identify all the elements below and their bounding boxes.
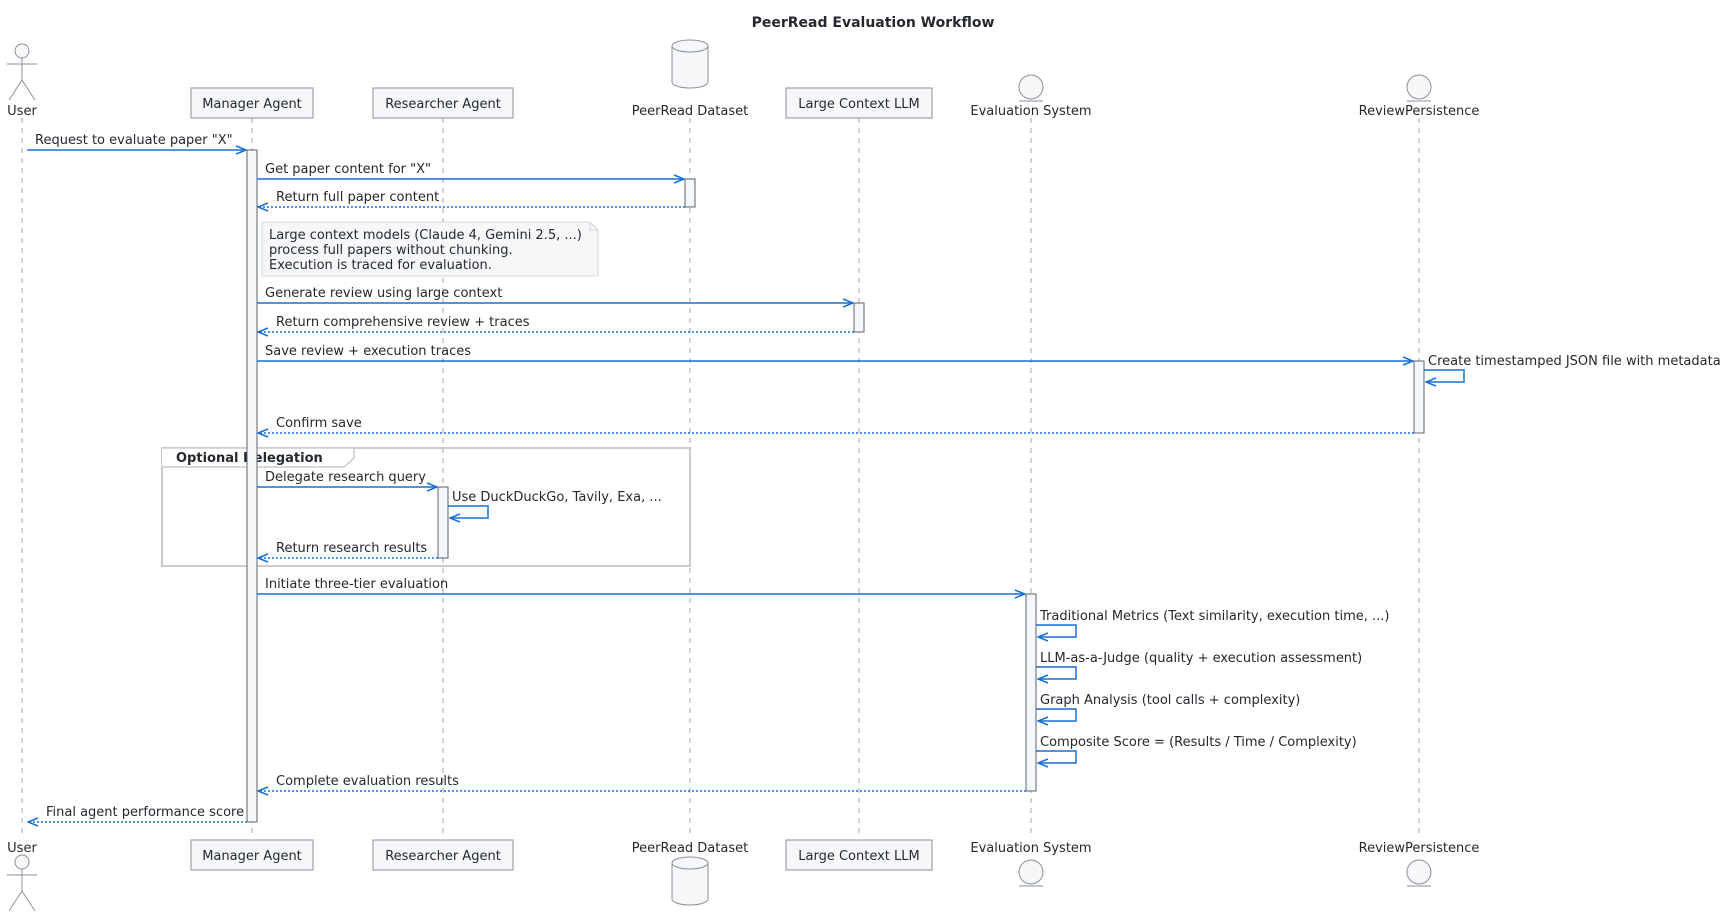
message-16: Composite Score = (Results / Time / Comp… — [1036, 735, 1357, 763]
self-arrow — [1036, 750, 1077, 763]
participant-manager-top: Manager Agent — [190, 87, 314, 119]
evaluation-label: Evaluation System — [970, 104, 1091, 119]
activation-manager — [246, 149, 258, 823]
message-label: Composite Score = (Results / Time / Comp… — [1040, 735, 1357, 750]
persistence-label: ReviewPersistence — [1359, 104, 1480, 119]
participant-persistence-bottom: ReviewPersistence — [1359, 841, 1480, 887]
message-13: Traditional Metrics (Text similarity, ex… — [1036, 609, 1389, 637]
participant-user-top: User — [7, 43, 37, 119]
dataset-label: PeerRead Dataset — [632, 841, 748, 856]
database-icon — [671, 856, 709, 906]
user-label: User — [7, 104, 37, 119]
self-arrow — [448, 505, 489, 518]
message-label: Initiate three-tier evaluation — [265, 577, 448, 592]
participant-user-bottom: User — [7, 841, 37, 912]
message-2: Get paper content for "X" — [257, 162, 684, 179]
participant-researcher-top: Researcher Agent — [372, 87, 514, 119]
participant-llm-bottom: Large Context LLM — [785, 839, 933, 871]
researcher-label: Researcher Agent — [385, 849, 501, 864]
researcher-box — [372, 839, 514, 871]
message-label: Graph Analysis (tool calls + complexity) — [1040, 693, 1300, 708]
message-label: Return research results — [276, 541, 427, 556]
note-line: Large context models (Claude 4, Gemini 2… — [269, 228, 582, 243]
participant-persistence-top: ReviewPersistence — [1359, 74, 1480, 119]
participant-evaluation-top: Evaluation System — [970, 74, 1092, 119]
message-1: Request to evaluate paper "X" — [27, 133, 246, 150]
manager-label: Manager Agent — [202, 849, 302, 864]
llm-label: Large Context LLM — [798, 97, 919, 112]
message-label: Final agent performance score — [46, 805, 244, 820]
message-14: LLM-as-a-Judge (quality + execution asse… — [1036, 651, 1362, 679]
database-icon — [671, 39, 709, 89]
llm-box — [785, 87, 933, 119]
message-label: Return comprehensive review + traces — [276, 315, 530, 330]
participant-researcher-bottom: Researcher Agent — [372, 839, 514, 871]
persistence-label: ReviewPersistence — [1359, 841, 1480, 856]
message-6: Save review + execution traces — [257, 344, 1413, 361]
diagram-title: PeerRead Evaluation Workflow — [752, 15, 995, 31]
message-5: Return comprehensive review + traces — [258, 315, 854, 332]
message-label: Request to evaluate paper "X" — [35, 133, 233, 148]
message-label: Confirm save — [276, 416, 362, 431]
message-4: Generate review using large context — [257, 286, 853, 303]
message-18: Final agent performance score — [28, 805, 247, 822]
message-label: LLM-as-a-Judge (quality + execution asse… — [1040, 651, 1362, 666]
note-line: process full papers without chunking. — [269, 243, 513, 258]
actor-icon — [7, 854, 37, 912]
note: Large context models (Claude 4, Gemini 2… — [261, 221, 599, 277]
user-label: User — [7, 841, 37, 856]
message-label: Generate review using large context — [265, 286, 502, 301]
message-12: Initiate three-tier evaluation — [257, 577, 1025, 594]
activation-dataset — [684, 178, 696, 208]
message-label: Delegate research query — [265, 470, 426, 485]
message-10: Use DuckDuckGo, Tavily, Exa, ... — [448, 490, 662, 518]
self-arrow — [1036, 708, 1077, 721]
manager-label: Manager Agent — [202, 97, 302, 112]
entity-icon — [1018, 859, 1044, 887]
entity-icon — [1406, 74, 1432, 102]
message-label: Save review + execution traces — [265, 344, 471, 359]
llm-box — [785, 839, 933, 871]
entity-icon — [1018, 74, 1044, 102]
participant-dataset-bottom: PeerRead Dataset — [632, 841, 748, 906]
message-17: Complete evaluation results — [258, 774, 1026, 791]
researcher-box — [372, 87, 514, 119]
note-line: Execution is traced for evaluation. — [269, 258, 492, 273]
manager-box — [190, 839, 314, 871]
message-label: Use DuckDuckGo, Tavily, Exa, ... — [452, 490, 662, 505]
participant-llm-top: Large Context LLM — [785, 87, 933, 119]
message-15: Graph Analysis (tool calls + complexity) — [1036, 693, 1300, 721]
activation-persistence — [1413, 360, 1425, 434]
message-8: Confirm save — [258, 416, 1414, 433]
self-arrow — [1036, 624, 1077, 637]
llm-label: Large Context LLM — [798, 849, 919, 864]
message-9: Delegate research query — [257, 470, 437, 487]
participant-dataset-top: PeerRead Dataset — [632, 39, 748, 119]
participant-evaluation-bottom: Evaluation System — [970, 841, 1092, 887]
activation-researcher — [437, 486, 449, 559]
self-arrow — [1424, 369, 1465, 382]
message-label: Traditional Metrics (Text similarity, ex… — [1039, 609, 1389, 624]
message-label: Complete evaluation results — [276, 774, 459, 789]
message-7: Create timestamped JSON file with metada… — [1424, 354, 1721, 382]
manager-box — [190, 87, 314, 119]
entity-icon — [1406, 859, 1432, 887]
actor-icon — [7, 43, 37, 101]
self-arrow — [1036, 666, 1077, 679]
evaluation-label: Evaluation System — [970, 841, 1091, 856]
message-label: Create timestamped JSON file with metada… — [1428, 354, 1721, 369]
message-3: Return full paper content — [258, 190, 685, 207]
message-label: Get paper content for "X" — [265, 162, 431, 177]
message-11: Return research results — [258, 541, 438, 558]
participant-manager-bottom: Manager Agent — [190, 839, 314, 871]
activation-llm — [853, 302, 865, 333]
activation-evaluation — [1025, 593, 1037, 792]
dataset-label: PeerRead Dataset — [632, 104, 748, 119]
message-label: Return full paper content — [276, 190, 439, 205]
researcher-label: Researcher Agent — [385, 97, 501, 112]
